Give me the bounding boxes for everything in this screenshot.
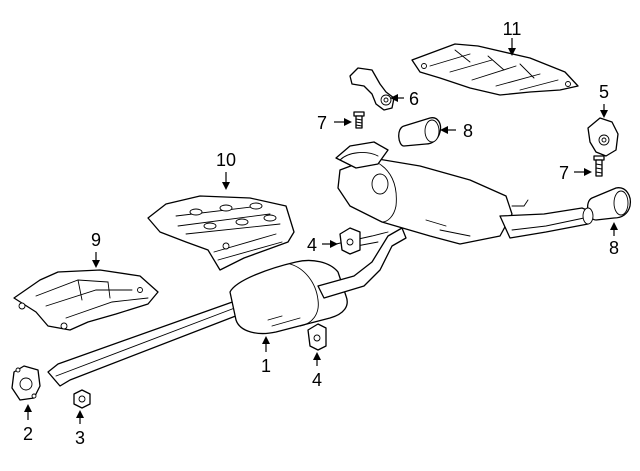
part-1-exhaust-assembly: [47, 141, 594, 387]
callout-leaders: [24, 38, 618, 424]
part-8-exhaust-tip-right: [586, 187, 632, 221]
part-7-bolt-right: [593, 155, 605, 177]
callout-8-upper: 8: [463, 121, 473, 141]
part-4-insulator-upper: [339, 227, 361, 255]
callout-7-right: 7: [559, 163, 569, 183]
part-3-nut: [73, 389, 91, 409]
callout-11: 11: [503, 19, 522, 39]
part-2-flange-gasket: [11, 365, 41, 401]
part-7-bolt-upper: [353, 111, 365, 129]
part-6-hanger-bracket: [349, 67, 395, 111]
part-9-mid-heat-shield: [13, 269, 159, 331]
part-11-rear-heat-shield: [411, 43, 579, 96]
callout-1: 1: [261, 356, 271, 376]
callout-8-right: 8: [609, 238, 619, 258]
part-8-exhaust-tip-upper: [398, 117, 442, 147]
callout-9: 9: [91, 230, 101, 250]
part-5-bracket: [587, 117, 619, 157]
callout-2: 2: [23, 424, 33, 444]
part-10-front-heat-shield: [147, 195, 295, 271]
callout-numbers: 11 6 7 8 5 7 8 10 9 4 4 1 2 3: [23, 19, 619, 448]
part-4-insulator-lower: [307, 323, 327, 351]
callout-6: 6: [409, 89, 419, 109]
callout-3: 3: [75, 428, 85, 448]
callout-4-lower: 4: [312, 370, 322, 390]
callout-7-upper: 7: [317, 113, 327, 133]
callout-10: 10: [216, 150, 236, 170]
callout-4-upper: 4: [307, 235, 317, 255]
callout-5: 5: [599, 82, 609, 102]
